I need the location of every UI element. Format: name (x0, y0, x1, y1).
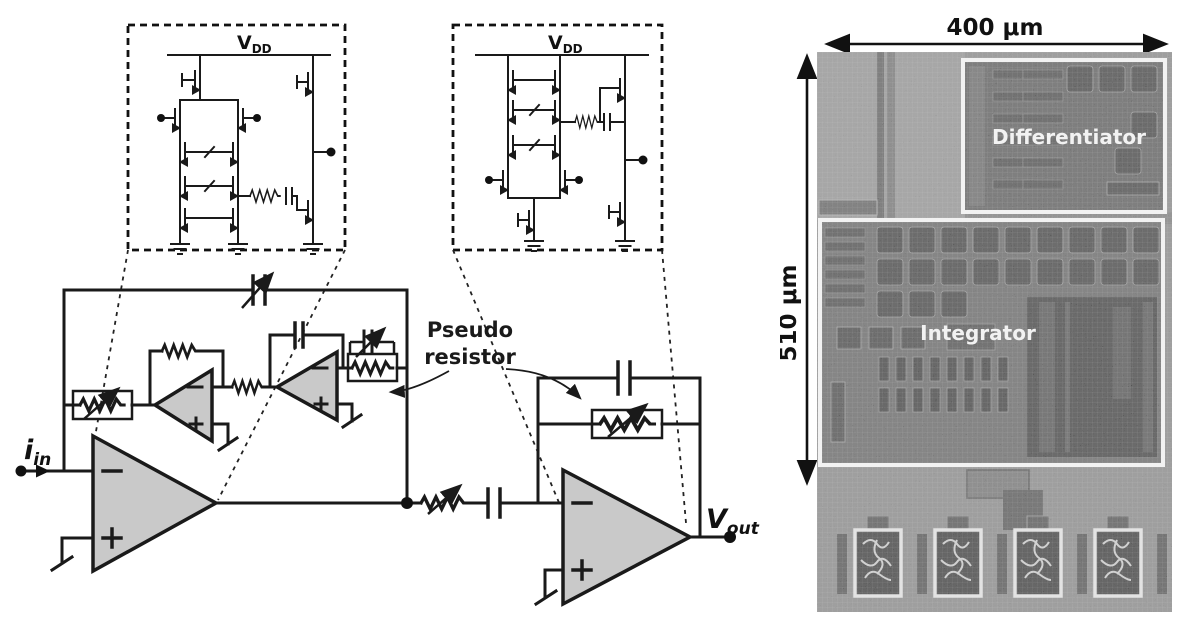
output-branch: Vout (688, 504, 760, 543)
width-dimension-label: 400 μm (947, 15, 1044, 41)
pseudo-resistor-1 (62, 386, 157, 421)
main-circuit: iin (15, 271, 760, 607)
vdd-label-1: VDD (237, 32, 272, 56)
pseudo-label-line1: Pseudo (427, 318, 513, 342)
input-branch: iin (15, 435, 95, 478)
interstage-path (214, 483, 565, 519)
noise-texture (817, 52, 1172, 612)
input-current-arrow (36, 464, 50, 478)
annotation-arrow-right (505, 368, 582, 400)
input-label: iin (24, 435, 51, 470)
annotation-arrow-left (388, 370, 450, 398)
die-micrograph-panel: 400 μm 510 μm Diffe (780, 15, 1172, 612)
input-terminal (15, 465, 27, 477)
inset-1-output-node (326, 147, 336, 157)
vdd-label-2: VDD (548, 32, 583, 56)
pseudo-resistor-2 (335, 326, 409, 383)
inset-callout-lines (94, 249, 687, 524)
inset-box-2-border (451, 23, 664, 252)
inset-2-output-node (638, 155, 648, 165)
ground-slash (49, 554, 75, 573)
junction-node (401, 497, 413, 509)
die-photo: Differentiator (817, 52, 1172, 612)
inset-2-transistor-schematic (475, 54, 649, 252)
inset-box-1: VDD (126, 23, 347, 255)
dimension-annotations: 400 μm 510 μm (780, 15, 1169, 486)
pseudo-resistor-annotation: Pseudo resistor (388, 318, 582, 400)
inset-1-transistor-schematic (157, 54, 336, 255)
pseudo-label-line2: resistor (424, 345, 516, 369)
height-dimension-label: 510 μm (780, 265, 802, 362)
opamp-small-2 (268, 321, 364, 430)
feedback-variable-capacitor (62, 271, 409, 309)
opamp-first-stage (49, 433, 220, 574)
output-terminal (724, 531, 736, 543)
ground-slash (340, 412, 364, 430)
ground-slash (216, 435, 240, 453)
output-label: Vout (706, 504, 760, 539)
inset-box-1-border (126, 23, 347, 252)
opamp-output (533, 467, 694, 607)
inset-box-2: VDD (451, 23, 664, 252)
circuit-schematic: VDD (15, 23, 760, 607)
opamp-small-1 (148, 343, 240, 453)
ground-slash (533, 588, 559, 607)
